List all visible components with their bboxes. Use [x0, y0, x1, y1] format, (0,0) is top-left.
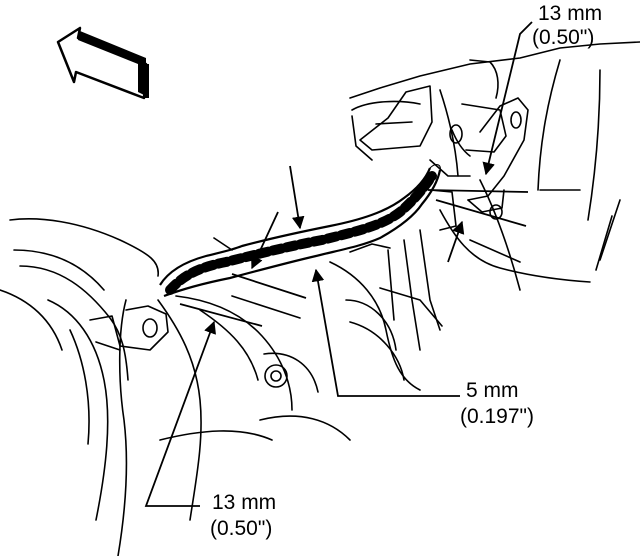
top-right-metric-label: 13 mm: [538, 2, 603, 25]
bottom-left-imperial-label: (0.50"): [210, 517, 273, 540]
left-middle-arrow: [251, 211, 279, 270]
bottom-left-metric-label: 13 mm: [212, 491, 277, 514]
middle-imperial-label: (0.197"): [460, 405, 534, 428]
top-middle-arrow: [289, 165, 305, 230]
top-right-imperial-label: (0.50"): [532, 26, 595, 49]
sealer-bead: [159, 164, 442, 298]
top-right-leader: [482, 21, 533, 176]
bottom-left-leader: [144, 320, 216, 507]
dimension-arrows: [144, 21, 533, 507]
top-right-lower-arrow: [447, 220, 465, 263]
forward-arrow-icon: [56, 26, 149, 100]
body-panel-outline: [0, 41, 640, 556]
middle-leader: [311, 268, 460, 397]
middle-metric-label: 5 mm: [466, 379, 519, 402]
